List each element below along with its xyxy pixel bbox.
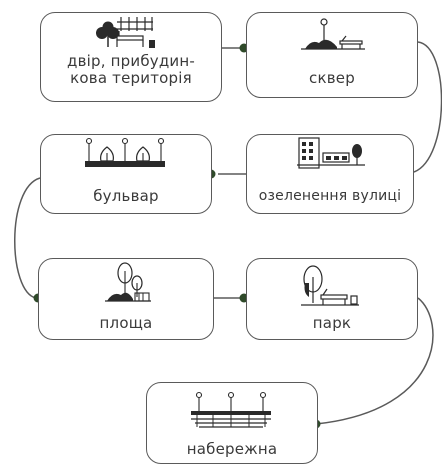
node-label: озеленення вулиці [258,188,402,204]
node-label: сквер [309,69,355,87]
park-icon [301,265,359,306]
connector-park-naberezhna [315,297,434,425]
node-label: набережна [186,440,278,458]
node-bulvar: бульвар [40,134,212,214]
node-dvir: двір, прибудин- кова територія [40,12,222,102]
node-skver: сквер [246,12,418,98]
node-label: парк [312,314,352,332]
boulevard-icon [85,137,165,167]
node-ozelennia: озеленення вулиці [246,134,414,214]
city-square-icon [105,262,151,302]
street-greening-icon [297,137,365,169]
node-label: площа [99,314,153,332]
node-ploshcha: площа [38,258,214,340]
node-park: парк [246,258,418,340]
house-tree-fence-icon [96,17,155,48]
node-naberezhna: набережна [146,382,318,464]
node-label: двір, прибудин- кова територія [67,52,195,87]
square-bench-icon [301,18,365,50]
embankment-icon [191,391,271,428]
node-label: бульвар [93,187,159,205]
connector-bulvar-ploshcha [14,177,41,299]
